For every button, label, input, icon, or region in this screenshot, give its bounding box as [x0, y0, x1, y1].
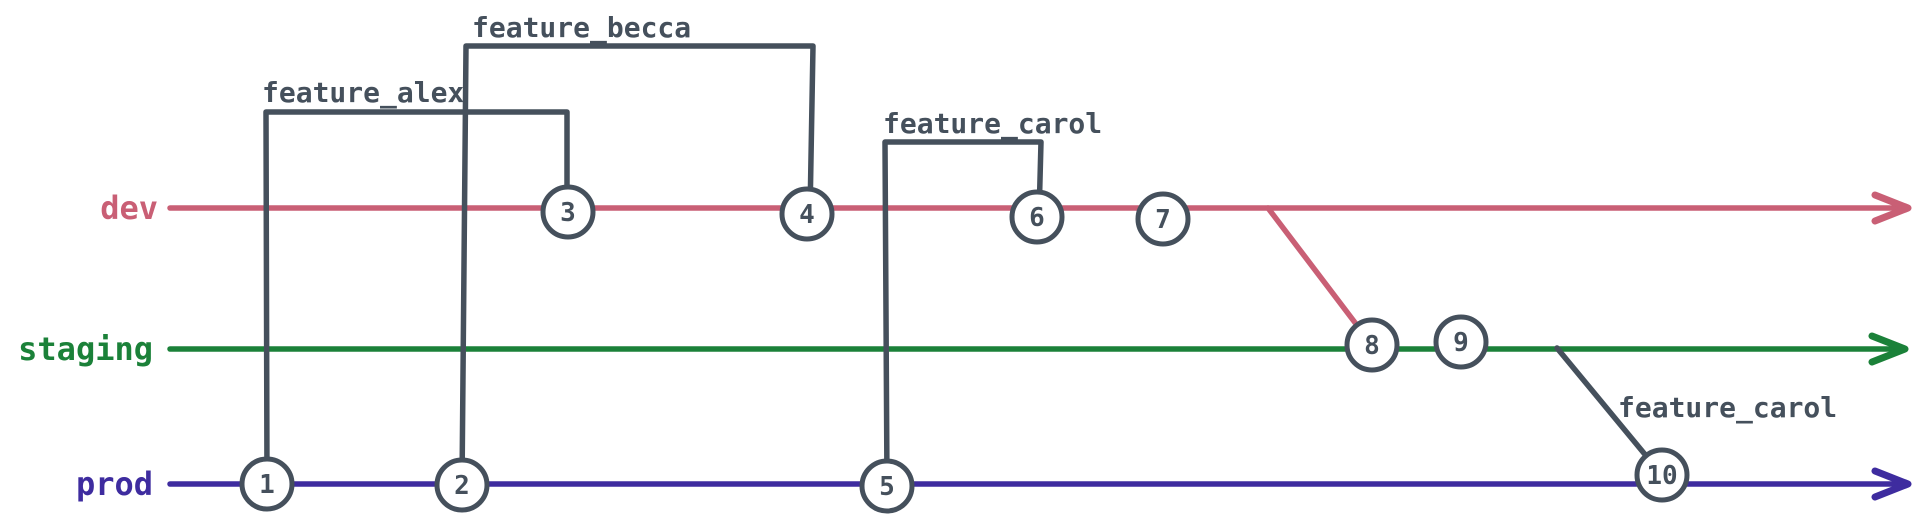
- commit-node-8: [1344, 317, 1400, 373]
- staging-branch-label: staging: [18, 330, 153, 368]
- feature_becca-branch-line: [459, 43, 816, 488]
- dev-to-staging-merge-line: [1265, 205, 1375, 348]
- commit-node-4: [779, 186, 835, 242]
- commit-number-1: 1: [259, 470, 275, 500]
- commit-number-9: 9: [1453, 328, 1469, 358]
- staging-arrowhead-icon: [1868, 332, 1909, 366]
- commit-node-10: [1634, 447, 1690, 503]
- commit-node-1: [239, 456, 295, 512]
- commit-number-10: 10: [1646, 461, 1677, 491]
- prod-arrowhead-icon: [1871, 467, 1912, 501]
- commit-node-2: [434, 457, 490, 513]
- feature_alex-branch-line: [263, 109, 570, 487]
- feature_carol-branch-line: [882, 139, 1044, 489]
- commit-node-7: [1135, 191, 1191, 247]
- edge-label-feature_alex-0: feature_alex: [262, 76, 464, 109]
- dev-arrowhead-icon: [1871, 191, 1912, 225]
- commit-number-6: 6: [1029, 203, 1045, 233]
- commit-number-8: 8: [1364, 331, 1380, 361]
- commit-node-3: [540, 184, 596, 240]
- prod-branch-label: prod: [76, 465, 153, 503]
- commit-number-3: 3: [560, 198, 576, 228]
- edge-label-feature_carol-3: feature_carol: [1618, 391, 1837, 424]
- commit-number-2: 2: [454, 471, 470, 501]
- commit-node-9: [1433, 314, 1489, 370]
- commit-number-5: 5: [879, 472, 895, 502]
- commit-number-4: 4: [799, 200, 815, 230]
- edge-label-feature_carol-2: feature_carol: [883, 107, 1102, 140]
- commit-number-7: 7: [1155, 205, 1171, 235]
- commit-node-5: [859, 458, 915, 514]
- dev-branch-label: dev: [100, 189, 158, 227]
- edge-label-feature_becca-1: feature_becca: [472, 11, 691, 44]
- commit-node-6: [1009, 189, 1065, 245]
